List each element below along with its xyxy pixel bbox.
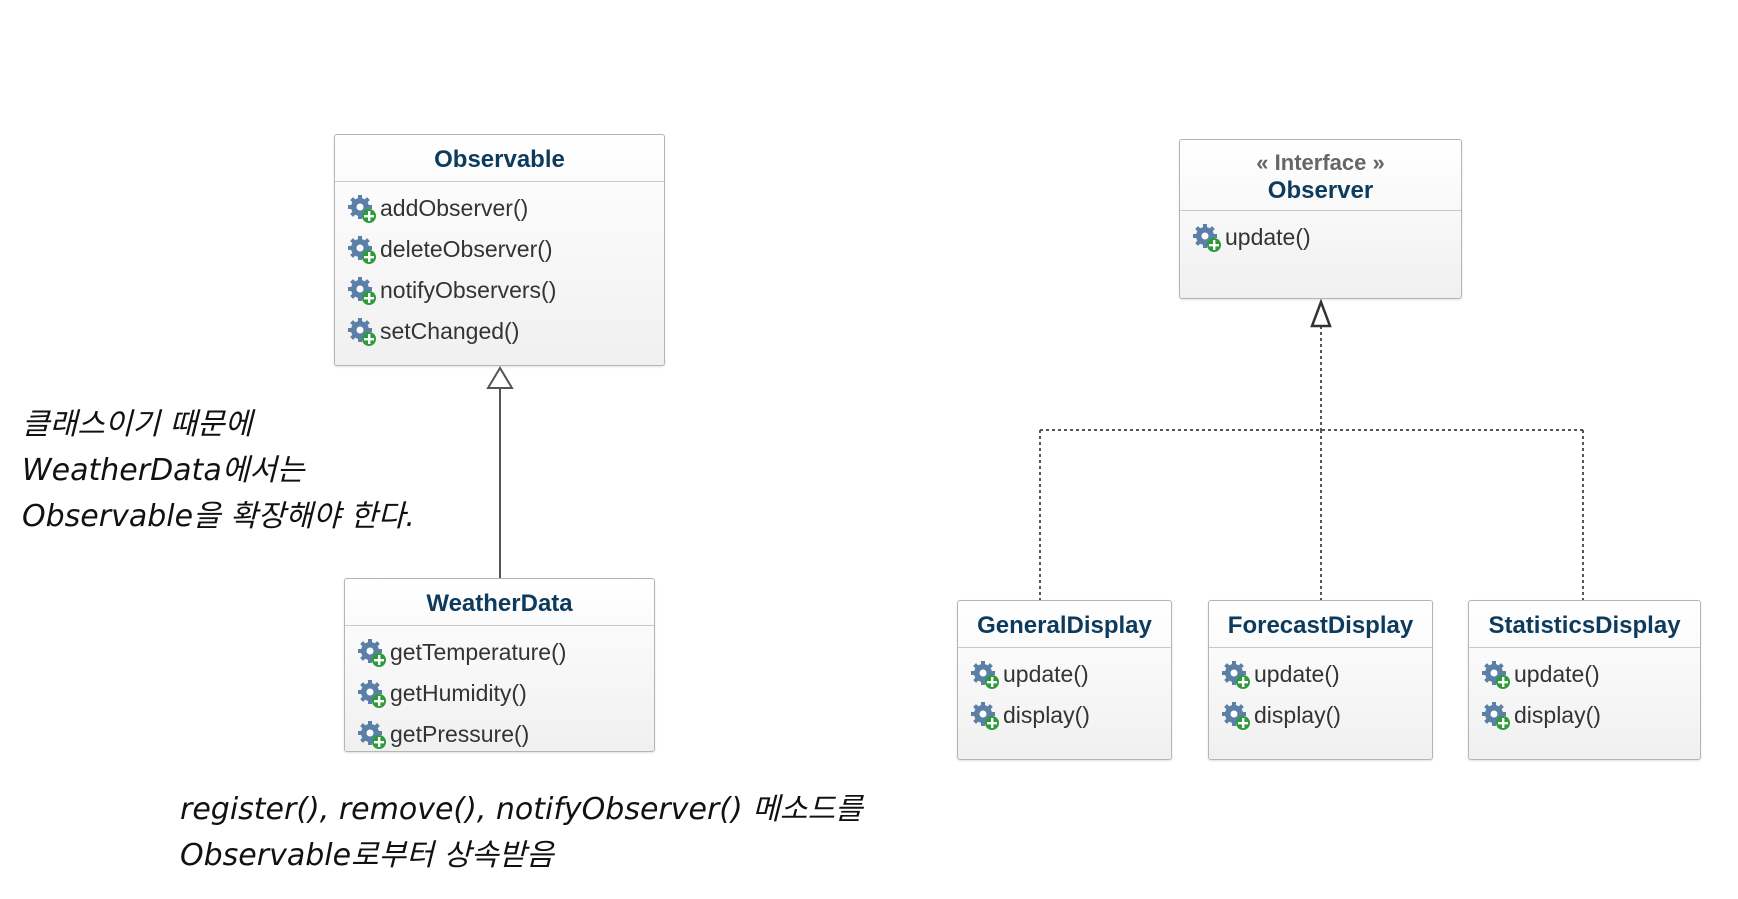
class-name: Observer xyxy=(1267,177,1374,204)
weatherdata-class[interactable]: WeatherData getTemperature() getHumidity… xyxy=(344,578,655,752)
method-label: getTemperature() xyxy=(390,639,567,665)
gear-plus-icon xyxy=(347,194,380,224)
method-list: update() display() xyxy=(1209,648,1432,736)
class-header: Observable xyxy=(335,135,664,182)
method-label: addObserver() xyxy=(380,195,529,221)
method-row[interactable]: display() xyxy=(1481,695,1700,736)
method-row[interactable]: update() xyxy=(1481,654,1700,695)
stereotype-label: « Interface » xyxy=(1256,150,1385,175)
method-row[interactable]: update() xyxy=(970,654,1171,695)
gear-plus-icon xyxy=(347,235,380,265)
class-name: ForecastDisplay xyxy=(1227,612,1414,639)
method-row[interactable]: setChanged() xyxy=(347,311,664,352)
method-list: update() xyxy=(1180,211,1461,258)
class-name: Observable xyxy=(434,146,565,173)
gear-plus-icon xyxy=(347,276,380,306)
method-list: getTemperature() getHumidity() getPressu… xyxy=(345,626,654,755)
gear-plus-icon xyxy=(357,679,390,709)
left-note: 클래스이기 때문에 WeatherData에서는 Observable을 확장해… xyxy=(22,402,415,540)
method-row[interactable]: getHumidity() xyxy=(357,673,654,714)
class-name: StatisticsDisplay xyxy=(1488,612,1681,639)
method-row[interactable]: getTemperature() xyxy=(357,632,654,673)
method-label: notifyObservers() xyxy=(380,277,557,303)
observer-interface[interactable]: « Interface » Observer update() xyxy=(1179,139,1462,299)
gear-plus-icon xyxy=(970,660,1003,690)
class-header: GeneralDisplay xyxy=(958,601,1171,648)
bottom-note: register(), remove(), notifyObserver() 메… xyxy=(180,787,863,879)
method-label: setChanged() xyxy=(380,318,520,344)
method-label: deleteObserver() xyxy=(380,236,553,262)
note-line: WeatherData에서는 xyxy=(22,453,305,488)
method-label: update() xyxy=(1254,661,1340,687)
method-label: display() xyxy=(1514,702,1601,728)
class-header: WeatherData xyxy=(345,579,654,626)
statisticsdisplay-class[interactable]: StatisticsDisplay update() display() xyxy=(1468,600,1701,760)
method-row[interactable]: display() xyxy=(1221,695,1432,736)
class-header: « Interface » Observer xyxy=(1180,140,1461,211)
gear-plus-icon xyxy=(1192,223,1225,253)
class-header: StatisticsDisplay xyxy=(1469,601,1700,648)
method-label: update() xyxy=(1225,224,1311,250)
note-line: Observable로부터 상속받음 xyxy=(180,838,554,873)
method-label: display() xyxy=(1003,702,1090,728)
method-list: update() display() xyxy=(1469,648,1700,736)
method-label: update() xyxy=(1003,661,1089,687)
method-label: update() xyxy=(1514,661,1600,687)
method-label: getHumidity() xyxy=(390,680,527,706)
method-row[interactable]: update() xyxy=(1221,654,1432,695)
gear-plus-icon xyxy=(357,720,390,750)
method-list: update() display() xyxy=(958,648,1171,736)
gear-plus-icon xyxy=(970,701,1003,731)
gear-plus-icon xyxy=(357,638,390,668)
method-list: addObserver() deleteObserver() notifyObs… xyxy=(335,182,664,352)
method-label: display() xyxy=(1254,702,1341,728)
observable-class[interactable]: Observable addObserver() deleteObserver(… xyxy=(334,134,665,366)
class-header: ForecastDisplay xyxy=(1209,601,1432,648)
gear-plus-icon xyxy=(347,317,380,347)
gear-plus-icon xyxy=(1221,701,1254,731)
realization-arrowhead xyxy=(1310,298,1332,328)
note-line: 클래스이기 때문에 xyxy=(22,407,253,442)
method-label: getPressure() xyxy=(390,721,530,747)
gear-plus-icon xyxy=(1481,660,1514,690)
inheritance-arrowhead xyxy=(486,366,514,389)
method-row[interactable]: notifyObservers() xyxy=(347,270,664,311)
forecastdisplay-class[interactable]: ForecastDisplay update() display() xyxy=(1208,600,1433,760)
gear-plus-icon xyxy=(1481,701,1514,731)
method-row[interactable]: update() xyxy=(1192,217,1461,258)
note-line: register(), remove(), notifyObserver() 메… xyxy=(180,792,863,827)
class-name: GeneralDisplay xyxy=(977,612,1152,639)
method-row[interactable]: addObserver() xyxy=(347,188,664,229)
gear-plus-icon xyxy=(1221,660,1254,690)
method-row[interactable]: getPressure() xyxy=(357,714,654,755)
method-row[interactable]: display() xyxy=(970,695,1171,736)
note-line: Observable을 확장해야 한다. xyxy=(22,499,415,534)
generaldisplay-class[interactable]: GeneralDisplay update() display() xyxy=(957,600,1172,760)
class-name: WeatherData xyxy=(426,590,573,617)
method-row[interactable]: deleteObserver() xyxy=(347,229,664,270)
